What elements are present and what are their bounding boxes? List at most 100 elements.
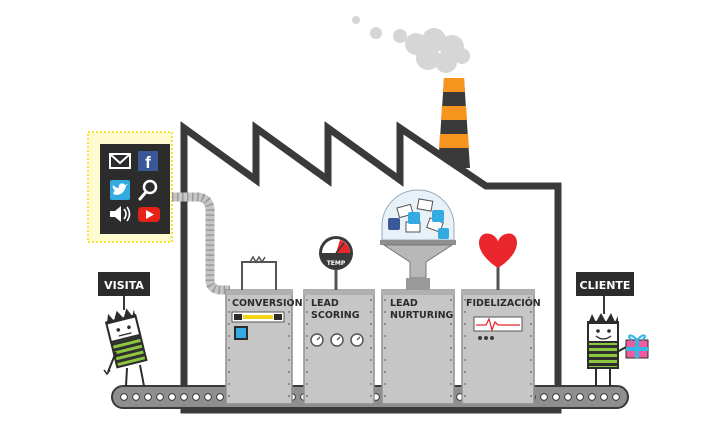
machine-rivet — [530, 383, 532, 385]
twitter-icon — [110, 180, 130, 200]
search-icon — [138, 179, 158, 201]
customer-character — [587, 313, 629, 386]
conveyor-roller — [168, 393, 176, 401]
conveyor-roller — [180, 393, 188, 401]
machine-rivet — [384, 311, 386, 313]
machine-rivet — [384, 371, 386, 373]
machine-rivet — [288, 395, 290, 397]
conveyor-roller — [156, 393, 164, 401]
machine-rivet — [228, 395, 230, 397]
cliente-label: CLIENTE — [580, 279, 631, 292]
funnel — [380, 189, 456, 290]
machine-rivet — [530, 323, 532, 325]
machine-rivet — [306, 371, 308, 373]
gauge-label: TEMP — [327, 260, 346, 267]
machine-rivet — [530, 335, 532, 337]
heart-icon — [479, 233, 517, 268]
machine-rivet — [450, 359, 452, 361]
machine-rivet — [530, 311, 532, 313]
machine-rivet — [370, 347, 372, 349]
smoke — [352, 16, 470, 73]
machine-label-lead-nurturing-2: NURTURING — [390, 310, 454, 321]
machine-rivet — [228, 323, 230, 325]
machine-rivet — [370, 311, 372, 313]
machine-rivet — [288, 347, 290, 349]
machine-rivet — [370, 299, 372, 301]
machine-rivet — [288, 359, 290, 361]
machine-rivet — [228, 383, 230, 385]
facebook-icon: f — [138, 151, 158, 172]
machine-rivet — [450, 335, 452, 337]
conveyor-roller — [120, 393, 128, 401]
machine-rivet — [384, 347, 386, 349]
machine-rivet — [288, 383, 290, 385]
machine-rivet — [530, 347, 532, 349]
machine-conversion: CONVERSION — [225, 255, 303, 405]
mail-icon — [109, 153, 131, 169]
machine-rivet — [288, 371, 290, 373]
conveyor-roller — [552, 393, 560, 401]
machine-fidelizacion: FIDELIZACIÓN — [461, 233, 541, 405]
youtube-icon — [138, 207, 160, 222]
machine-rivet — [464, 371, 466, 373]
machine-rivet — [450, 383, 452, 385]
machine-rivet — [384, 359, 386, 361]
machine-rivet — [464, 299, 466, 301]
conveyor-roller — [588, 393, 596, 401]
cliente-sign: CLIENTE — [576, 272, 634, 314]
machine-rivet — [370, 371, 372, 373]
speaker-icon — [110, 206, 131, 222]
machine-rivet — [530, 359, 532, 361]
machine-rivet — [450, 395, 452, 397]
conveyor-roller — [600, 393, 608, 401]
machine-rivet — [384, 323, 386, 325]
machine-rivet — [288, 311, 290, 313]
visita-sign: VISITA — [98, 272, 150, 310]
machine-rivet — [384, 335, 386, 337]
machine-rivet — [450, 311, 452, 313]
machine-rivet — [306, 347, 308, 349]
conveyor-roller — [540, 393, 548, 401]
machine-rivet — [306, 311, 308, 313]
machine-rivet — [288, 335, 290, 337]
machine-label-lead-scoring-1: LEAD — [311, 298, 339, 309]
machine-label-lead-scoring-2: SCORING — [311, 310, 360, 321]
machine-rivet — [228, 335, 230, 337]
machine-rivet — [450, 323, 452, 325]
machine-rivet — [228, 371, 230, 373]
machine-rivet — [530, 371, 532, 373]
machine-rivet — [370, 359, 372, 361]
visita-label: VISITA — [104, 279, 144, 292]
svg-text:f: f — [145, 153, 151, 172]
machine-rivet — [370, 335, 372, 337]
temperature-gauge: TEMP — [319, 236, 353, 270]
conveyor-roller — [612, 393, 620, 401]
machine-rivet — [228, 359, 230, 361]
machine-rivet — [530, 299, 532, 301]
machine-rivet — [450, 299, 452, 301]
machine-rivet — [450, 371, 452, 373]
machine-rivet — [464, 359, 466, 361]
conveyor-roller — [192, 393, 200, 401]
machine-rivet — [384, 299, 386, 301]
machine-rivet — [464, 395, 466, 397]
machine-lead-nurturing: LEAD NURTURING — [380, 189, 456, 405]
machine-rivet — [530, 395, 532, 397]
machine-lead-scoring: TEMP LEAD SCORING — [303, 236, 375, 405]
machine-rivet — [306, 383, 308, 385]
machine-rivet — [384, 383, 386, 385]
machine-rivet — [288, 323, 290, 325]
machine-label-fidelizacion: FIDELIZACIÓN — [466, 297, 541, 309]
conveyor-roller — [144, 393, 152, 401]
machine-rivet — [306, 359, 308, 361]
heartbeat-monitor — [473, 316, 523, 332]
machine-rivet — [464, 347, 466, 349]
conveyor-roller — [564, 393, 572, 401]
conveyor-roller — [216, 393, 224, 401]
machine-rivet — [384, 395, 386, 397]
machine-rivet — [306, 335, 308, 337]
machine-rivet — [228, 347, 230, 349]
machine-rivet — [306, 323, 308, 325]
machine-rivet — [464, 311, 466, 313]
